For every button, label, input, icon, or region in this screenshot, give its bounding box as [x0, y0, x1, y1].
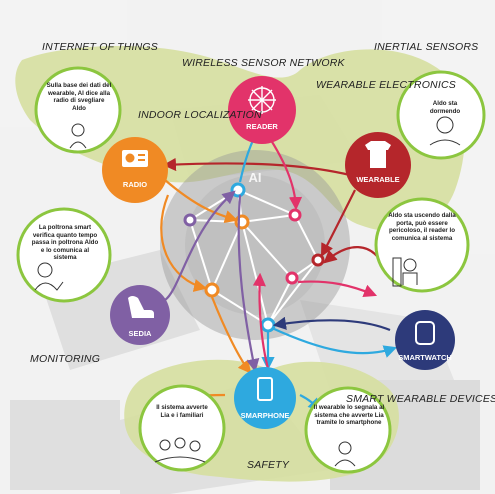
person-sketch: [71, 123, 85, 137]
woman-with-phone-sketch: [338, 441, 352, 455]
family-sketch: [159, 439, 171, 451]
wearable-icon: [365, 141, 391, 168]
safety-left-bubble: [138, 384, 226, 472]
title-smart-wearable: SMART WEARABLE DEVICES: [346, 393, 495, 405]
wearable-node[interactable]: WEARABLE: [345, 132, 411, 198]
monitoring-bubble-text: La poltrona smart verifica quanto tempo …: [31, 224, 99, 262]
bubbles: [16, 66, 486, 474]
sedia-node[interactable]: SEDIA: [110, 285, 170, 345]
inertial-bubble: [396, 70, 486, 160]
reader-label: READER: [246, 122, 278, 131]
connection-arrows: [160, 127, 398, 412]
safety-right-bubble: [304, 386, 392, 474]
safety-right-bubble-text: Il wearable lo segnala al sistema che av…: [313, 404, 385, 427]
smartphone-label: SMARPHONE: [241, 411, 290, 420]
title-inertial: INERTIAL SENSORS: [374, 41, 478, 53]
smartphone-node[interactable]: SMARPHONE: [234, 367, 296, 429]
ai-label: AI: [249, 170, 262, 185]
smartphone-icon: [257, 377, 273, 401]
wearable-label: WEARABLE: [356, 175, 399, 184]
mesh-node: [204, 282, 220, 298]
wearable-bubble-text: Aldo sta uscendo dalla porta, può essere…: [388, 212, 456, 242]
mesh-node: [183, 213, 197, 227]
sedia-label: SEDIA: [129, 329, 153, 338]
safety-left-bubble-text: Il sistema avverte Lia e i familiari: [156, 404, 208, 419]
mesh-node: [311, 253, 325, 267]
reader-node[interactable]: READER: [228, 76, 296, 144]
reader-icon: [248, 86, 276, 114]
person-in-chair-sketch: [37, 262, 53, 278]
radio-label: RADIO: [123, 180, 147, 189]
smartwatch-node[interactable]: SMARTWATCH: [395, 310, 455, 370]
inertial-bubble-text: Aldo sta dormendo: [429, 100, 461, 115]
title-wearable-electronics: WEARABLE ELECTRONICS: [316, 79, 456, 91]
monitoring-bubble: [16, 207, 112, 303]
iot-bubble: [34, 66, 122, 154]
smartwatch-icon: [415, 321, 435, 345]
wearable-bubble: [374, 197, 470, 293]
sleeping-person-sketch: [436, 116, 454, 134]
smartwatch-label: SMARTWATCH: [398, 353, 452, 362]
iot-bubble-text: Sulla base dei dati del wearable, AI dic…: [46, 82, 112, 112]
radio-node[interactable]: RADIO: [102, 137, 168, 203]
title-safety: SAFETY: [247, 459, 290, 471]
title-wsn: WIRELESS SENSOR NETWORK: [182, 57, 346, 69]
chair-icon: [128, 296, 154, 318]
title-monitoring: MONITORING: [30, 353, 100, 365]
person-at-door-sketch: [403, 258, 417, 272]
title-indoor: INDOOR LOCALIZATION: [138, 109, 262, 121]
mesh-node: [230, 182, 246, 198]
sketch-figures: [34, 116, 461, 467]
mesh-node: [288, 208, 302, 222]
mesh-node: [285, 271, 299, 285]
title-iot: INTERNET OF THINGS: [42, 41, 158, 53]
